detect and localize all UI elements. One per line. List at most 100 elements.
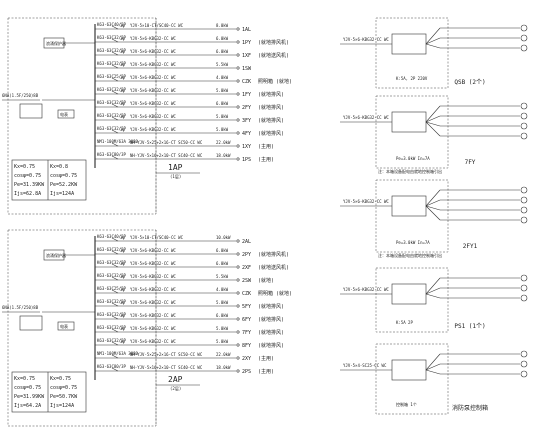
circuit-breaker: K63-63C32/3P: [97, 312, 126, 317]
circuit-breaker: K63-63C25/3P: [97, 286, 126, 291]
branch-fan: [425, 205, 441, 211]
circuit-phase: 3φ: [120, 235, 125, 240]
circuit-cable: YJV-5×6-KBG32-CC WC: [130, 248, 176, 253]
load-symbol: [520, 44, 528, 52]
breaker-symbol: [111, 367, 119, 372]
params-table: [11, 371, 87, 413]
param-left-3: Ijs=64.2A: [14, 403, 41, 409]
branch-fan: [425, 369, 441, 375]
circuit-cable: YJV-5×6-KBG32-CC WC: [130, 274, 176, 279]
branch-fan: [425, 105, 441, 123]
branch-fan: [425, 43, 441, 49]
circuit-code: 5FY: [242, 304, 251, 310]
circuit-end: [236, 53, 240, 57]
load-symbol: [520, 112, 528, 120]
circuit-code: 3FY: [242, 118, 251, 124]
circuit-end: [236, 92, 240, 96]
branch-fan: [425, 205, 441, 221]
circuit-phase: 3φ: [120, 274, 125, 279]
panel-sub-label: (2层): [170, 385, 181, 391]
load-symbol: [520, 122, 528, 130]
circuit-code: 2XY: [242, 356, 251, 362]
circuit-code: CZK: [242, 291, 251, 297]
circuit-code: 4FY: [242, 131, 251, 137]
meter-label: 电表: [60, 111, 68, 117]
branch-fan: [425, 27, 441, 45]
block-frame: [375, 343, 449, 415]
breaker-symbol: [111, 289, 119, 294]
block-title: 7FY: [465, 159, 476, 166]
block-input: YJV-5×6-KBG32-CC WC: [343, 37, 389, 42]
circuit-desc: (就地送风机): [258, 52, 289, 59]
block-sub: K:5A 2P: [396, 320, 413, 325]
circuit-phase: 3φ: [120, 261, 125, 266]
load-symbol: [520, 196, 528, 204]
block-sub: Pe=3.0kW In=7A: [396, 240, 430, 245]
circuit-power: 5.0kW: [216, 127, 229, 132]
block-title: 消防泵控制箱: [452, 404, 488, 412]
circuit-end: [236, 317, 240, 321]
block-frame: [375, 267, 449, 333]
block-device: [391, 111, 427, 133]
breaker-symbol: [111, 103, 119, 108]
circuit-end: [236, 356, 240, 360]
circuit-end: [236, 304, 240, 308]
breaker-symbol: [111, 142, 119, 147]
circuit-breaker: K63-63C32/3P: [97, 48, 126, 53]
circuit-phase: 3φ: [120, 339, 125, 344]
circuit-cable: YJV-5×6-KBG32-CC WC: [130, 114, 176, 119]
main-breaker-label: 6NA(1.5F/250)8B: [2, 305, 39, 310]
block-frame: [375, 179, 449, 253]
circuit-cable: YJV-5×6-KBG32-CC WC: [130, 49, 176, 54]
circuit-cable: YJV-5×6-KBG32-CC WC: [130, 62, 176, 67]
branch-fan: [425, 353, 441, 371]
circuit-code: 1SW: [242, 66, 252, 72]
circuit-code: 2XF: [242, 265, 251, 271]
branch-fan: [425, 121, 441, 127]
circuit-breaker: K63-63C32/3P: [97, 35, 126, 40]
circuit-code: 2SW: [242, 278, 252, 284]
circuit-phase: 3φ: [120, 49, 125, 54]
main-breaker-label: 6NA(1.5F/250)8B: [2, 93, 39, 98]
block-sub: Pe=3.0kW In=7A: [396, 156, 430, 161]
circuit-code: 8FY: [242, 343, 251, 349]
circuit-breaker: K63-63C80/3P: [97, 152, 126, 157]
circuit-power: 4.0kW: [216, 75, 229, 80]
block-title: QSB (2个): [454, 79, 485, 86]
breaker-symbol: [111, 77, 119, 82]
circuit-desc: 照明箱 (就地): [258, 290, 292, 297]
param-right-1: cosφ=0.75: [50, 385, 77, 391]
block-device: [391, 283, 427, 305]
branch-fan: [425, 277, 441, 295]
load-symbol: [520, 216, 528, 224]
block-sub: K:5A, 2P 220V: [396, 76, 428, 81]
circuit-desc: 照明箱 (就地): [258, 78, 292, 85]
circuit-breaker: K63-63C32/3P: [97, 113, 126, 118]
circuit-breaker: K63-63C32/3P: [97, 325, 126, 330]
param-right-2: Pe=50.7KW: [50, 394, 78, 400]
block-device: [391, 33, 427, 55]
breaker-symbol: [111, 341, 119, 346]
block-title: PS1 (1个): [454, 323, 485, 330]
circuit-breaker: K63-63C32/3P: [97, 87, 126, 92]
circuit-end: [236, 265, 240, 269]
param-left-1: cosφ=0.75: [14, 385, 41, 391]
circuit-desc: (就地): [258, 277, 274, 284]
branch-fan: [425, 287, 441, 295]
circuit-power: 6.0kW: [216, 248, 229, 253]
circuit-phase: 3φ: [120, 36, 125, 41]
circuit-code: 1XF: [242, 53, 251, 59]
circuit-cable: YJV-5×6-KBG32-CC WC: [130, 326, 176, 331]
circuit-code: 2AL: [242, 239, 251, 245]
circuit-breaker: K63-63C32/3P: [97, 247, 126, 252]
load-symbol: [520, 34, 528, 42]
circuit-power: 18.0kW: [216, 153, 231, 158]
breaker-symbol: [111, 263, 119, 268]
circuit-power: 5.0kW: [216, 88, 229, 93]
